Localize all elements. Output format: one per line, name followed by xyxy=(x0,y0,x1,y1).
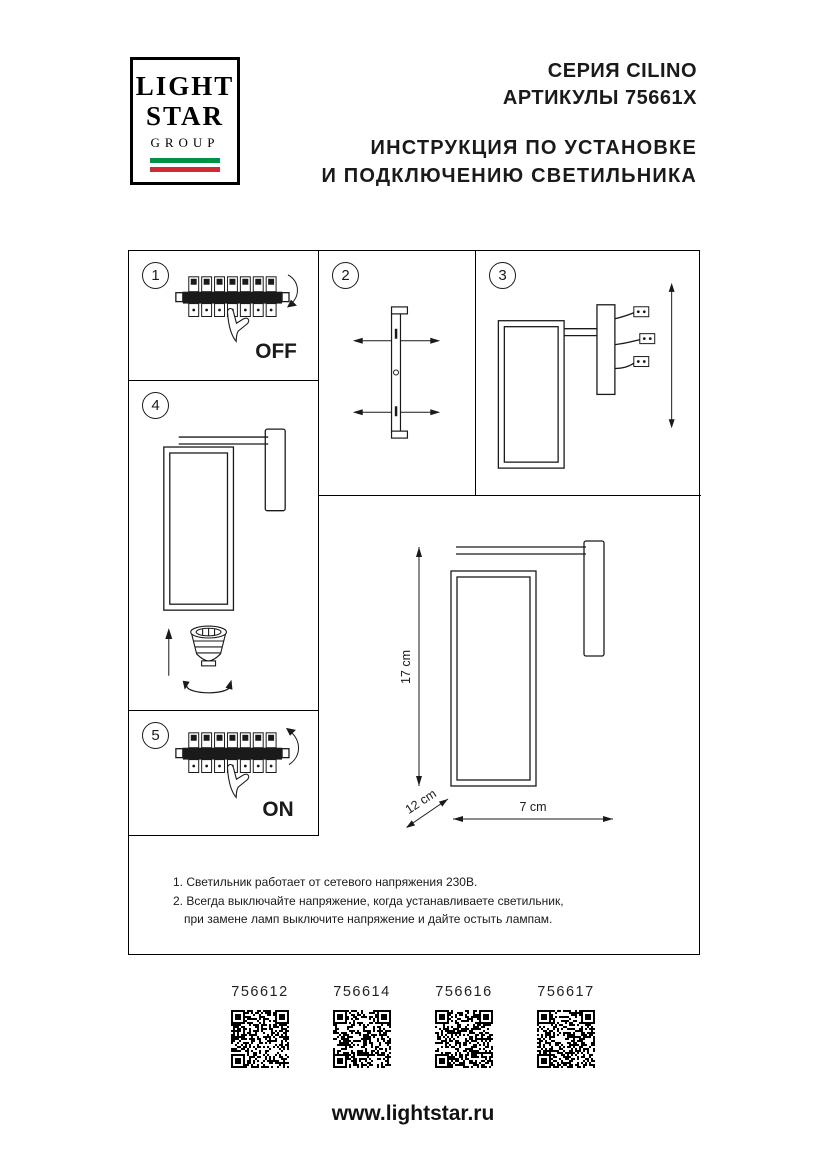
power-off-label: OFF xyxy=(255,340,297,363)
rotate-arrow xyxy=(182,679,233,694)
wiring-connection-drawing xyxy=(497,282,675,469)
circuit-breaker-on-drawing: ON xyxy=(175,727,300,821)
step-number-badge: 5 xyxy=(142,722,169,749)
step-number-badge: 3 xyxy=(489,262,516,289)
articles-title: АРТИКУЛЫ 75661X xyxy=(502,87,697,109)
dimension-drawing: 17 cm 7 cm 12 cm xyxy=(399,540,613,828)
gu10-bulb-icon xyxy=(190,625,228,667)
product-item: 756612 xyxy=(231,984,289,1068)
installation-notes: 1. Светильник работает от сетевого напря… xyxy=(173,873,673,929)
qr-code xyxy=(231,1010,289,1068)
note-line-1: 1. Светильник работает от сетевого напря… xyxy=(173,875,478,889)
product-code: 756614 xyxy=(333,984,391,1000)
flag-stripe-white xyxy=(150,163,220,168)
bracket-profile xyxy=(390,306,409,439)
dim-height-label: 17 cm xyxy=(399,650,413,684)
wall-fixing-line xyxy=(668,282,675,429)
switch-on-arrow xyxy=(285,727,300,765)
hand-icon xyxy=(227,307,250,343)
switch-off-arrow xyxy=(287,274,298,308)
header: СЕРИЯ CILINO АРТИКУЛЫ 75661X ИНСТРУКЦИЯ … xyxy=(321,58,697,190)
logo-star-text: STAR xyxy=(145,101,225,132)
breaker-row xyxy=(175,276,290,317)
mounting-bracket-drawing xyxy=(352,306,441,439)
italian-flag xyxy=(150,158,220,173)
product-item: 756614 xyxy=(333,984,391,1068)
product-item: 756616 xyxy=(435,984,493,1068)
product-code: 756612 xyxy=(231,984,289,1000)
dimension-drawing-area: 17 cm 7 cm 12 cm xyxy=(319,496,701,886)
qr-code xyxy=(435,1010,493,1068)
note-line-2: 2. Всегда выключайте напряжение, когда у… xyxy=(173,893,564,908)
step-number-badge: 4 xyxy=(142,392,169,419)
step-panel-5: 5 xyxy=(129,711,319,836)
dimension-lines xyxy=(406,547,613,828)
fixing-arrows xyxy=(352,337,441,416)
website-text: www.lightstar.ru xyxy=(331,1102,495,1125)
step-panel-1: 1 xyxy=(129,251,319,381)
dimension-arrowheads xyxy=(406,547,613,828)
lightstar-logo: LIGHT STAR GROUP xyxy=(130,57,240,185)
hand-icon xyxy=(227,764,250,799)
lamp-outline xyxy=(450,540,605,787)
product-item: 756617 xyxy=(537,984,595,1068)
product-list: 756612 756614 756616 756617 xyxy=(0,984,826,1068)
dim-width-label: 7 cm xyxy=(519,800,546,814)
series-title: СЕРИЯ CILINO xyxy=(547,60,697,82)
instruction-title-line1: ИНСТРУКЦИЯ ПО УСТАНОВКЕ xyxy=(370,137,697,159)
note-line-3: при замене ламп выключите напряжение и д… xyxy=(184,912,553,927)
product-code: 756616 xyxy=(435,984,493,1000)
flag-stripe-red xyxy=(150,167,220,173)
step-panel-2: 2 xyxy=(319,251,476,496)
lamp-assembly-drawing xyxy=(163,428,286,694)
flag-stripe-green xyxy=(150,158,220,164)
step-panel-4: 4 xyxy=(129,381,319,711)
step-number-badge: 2 xyxy=(332,262,359,289)
circuit-breaker-off-drawing: OFF xyxy=(175,274,298,363)
step-panel-3: 3 xyxy=(476,251,701,496)
qr-code xyxy=(333,1010,391,1068)
power-on-label: ON xyxy=(262,798,293,821)
instruction-title-line2: И ПОДКЛЮЧЕНИЮ СВЕТИЛЬНИКА xyxy=(321,165,697,187)
main-diagram-box: 1 xyxy=(128,250,701,955)
breaker-row xyxy=(175,732,290,773)
insert-arrow xyxy=(165,628,173,676)
step-number-badge: 1 xyxy=(142,262,169,289)
wire-connectors xyxy=(633,306,656,368)
product-code: 756617 xyxy=(537,984,595,1000)
qr-code xyxy=(537,1010,595,1068)
logo-light-text: LIGHT xyxy=(135,71,235,101)
dim-depth-label: 12 cm xyxy=(403,787,439,817)
logo-group-text: GROUP xyxy=(150,135,220,151)
